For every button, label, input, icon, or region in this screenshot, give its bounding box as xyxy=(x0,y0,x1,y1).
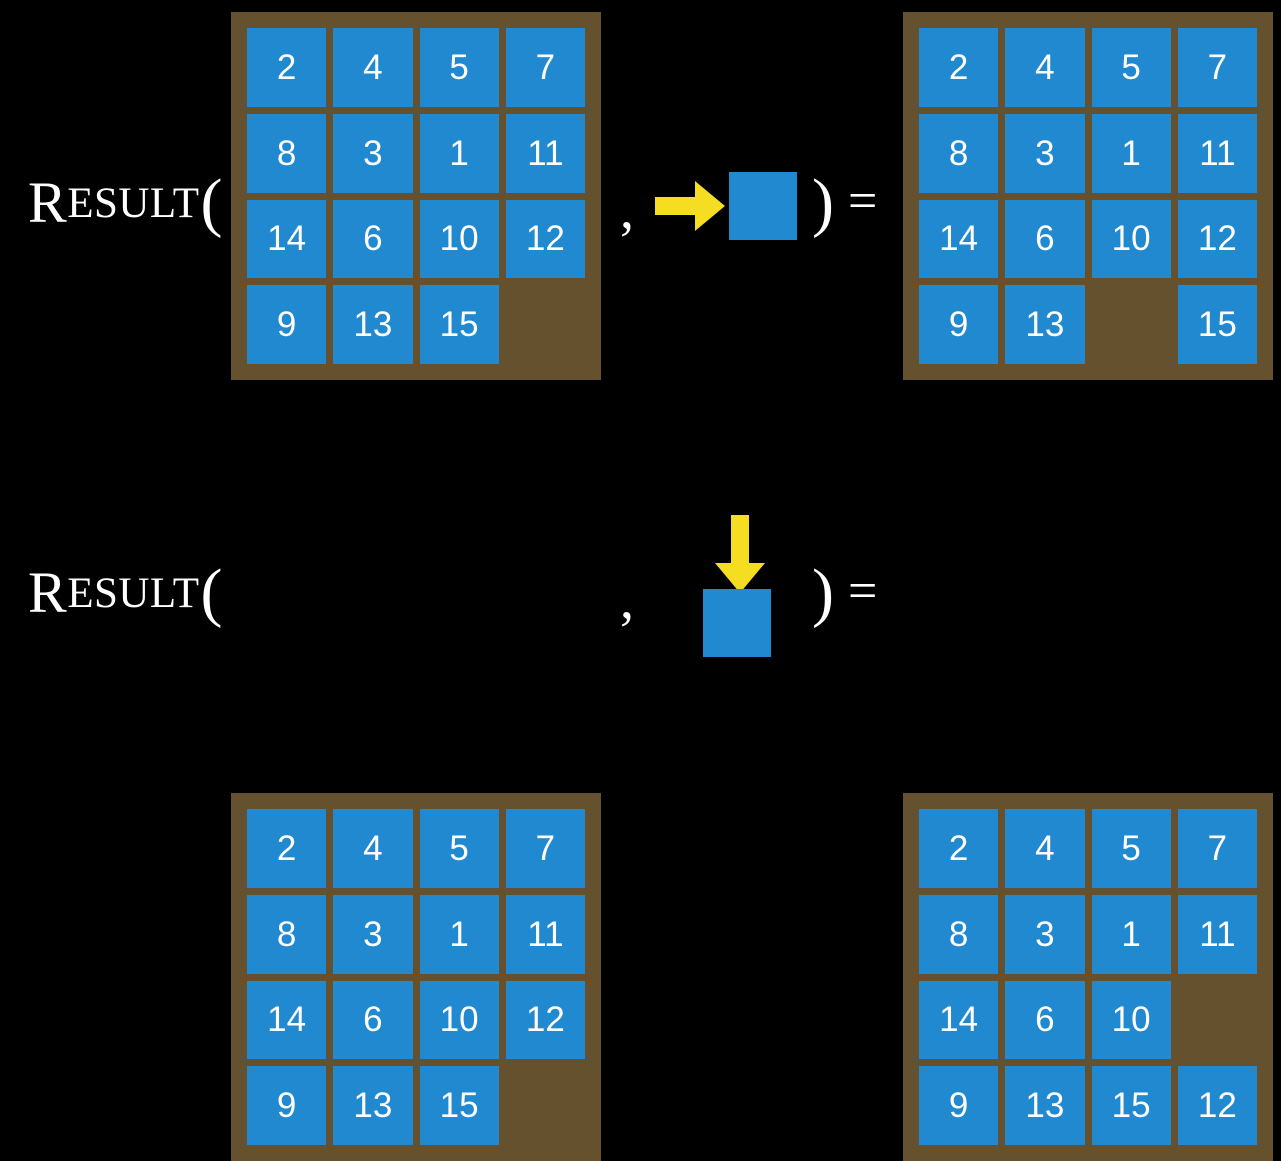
result-label-rest: ESULT xyxy=(67,569,200,617)
tile[interactable]: 6 xyxy=(333,980,413,1060)
tile[interactable]: 1 xyxy=(419,113,499,193)
tile[interactable]: 13 xyxy=(333,285,413,364)
tile[interactable]: 13 xyxy=(1005,1066,1085,1145)
tile[interactable]: 15 xyxy=(419,1066,499,1145)
tile[interactable]: 9 xyxy=(919,1066,999,1145)
result-label-open-paren: ( xyxy=(200,556,223,629)
output-board: 2 4 5 7 8 3 1 11 14 6 10 12 9 13 15 xyxy=(903,12,1273,380)
tile[interactable]: 2 xyxy=(247,28,327,107)
tile[interactable]: 5 xyxy=(1091,809,1171,888)
tile[interactable]: 7 xyxy=(505,809,585,888)
tile[interactable]: 1 xyxy=(1091,894,1171,974)
tile[interactable]: 4 xyxy=(1005,809,1085,888)
tile[interactable]: 8 xyxy=(247,894,327,974)
blank-tile xyxy=(1178,981,1257,1060)
tile[interactable]: 5 xyxy=(1091,28,1171,107)
tile[interactable]: 9 xyxy=(919,285,999,364)
tile[interactable]: 9 xyxy=(247,1066,327,1145)
tile[interactable]: 15 xyxy=(1177,285,1257,364)
blank-tile xyxy=(506,1066,585,1145)
tile[interactable]: 8 xyxy=(919,894,999,974)
result-label-rest: ESULT xyxy=(67,179,200,227)
tile[interactable]: 13 xyxy=(333,1066,413,1145)
tile[interactable]: 6 xyxy=(333,199,413,279)
tile[interactable]: 1 xyxy=(1091,113,1171,193)
tile[interactable]: 6 xyxy=(1005,980,1085,1060)
equals-sign: = xyxy=(848,173,878,230)
tile[interactable]: 9 xyxy=(247,285,327,364)
tile[interactable]: 6 xyxy=(1005,199,1085,279)
tile[interactable]: 12 xyxy=(1177,1066,1257,1145)
tile[interactable]: 4 xyxy=(333,809,413,888)
result-label-initial: R xyxy=(28,560,68,625)
tile[interactable]: 7 xyxy=(505,28,585,107)
arrow-right-icon xyxy=(655,181,725,231)
tile[interactable]: 11 xyxy=(505,113,585,193)
blank-tile xyxy=(506,285,585,364)
argument-separator: , xyxy=(620,179,634,241)
tile[interactable]: 11 xyxy=(505,894,585,974)
tile[interactable]: 13 xyxy=(1005,285,1085,364)
tile[interactable]: 12 xyxy=(505,980,585,1060)
tile[interactable]: 10 xyxy=(419,980,499,1060)
tile[interactable]: 2 xyxy=(919,28,999,107)
input-board: 2 4 5 7 8 3 1 11 14 6 10 12 9 13 15 xyxy=(231,793,601,1161)
tile[interactable]: 11 xyxy=(1177,894,1257,974)
argument-separator: , xyxy=(620,569,634,631)
input-board: 2 4 5 7 8 3 1 11 14 6 10 12 9 13 15 xyxy=(231,12,601,380)
tile[interactable]: 11 xyxy=(1177,113,1257,193)
equals-sign: = xyxy=(848,563,878,620)
close-paren: ) xyxy=(812,556,834,629)
arrow-down-icon xyxy=(715,515,765,593)
move-direction-tile xyxy=(703,589,771,657)
tile[interactable]: 10 xyxy=(1091,199,1171,279)
tile[interactable]: 8 xyxy=(919,113,999,193)
tile[interactable]: 4 xyxy=(333,28,413,107)
blank-tile xyxy=(1092,285,1171,364)
tile[interactable]: 7 xyxy=(1177,28,1257,107)
tile[interactable]: 14 xyxy=(919,980,999,1060)
tile[interactable]: 14 xyxy=(247,199,327,279)
tile[interactable]: 12 xyxy=(505,199,585,279)
tile[interactable]: 5 xyxy=(419,28,499,107)
result-label-initial: R xyxy=(28,170,68,235)
tile[interactable]: 3 xyxy=(1005,113,1085,193)
close-paren: ) xyxy=(812,166,834,239)
tile[interactable]: 10 xyxy=(419,199,499,279)
tile[interactable]: 1 xyxy=(419,894,499,974)
tile[interactable]: 3 xyxy=(1005,894,1085,974)
result-label-open-paren: ( xyxy=(200,166,223,239)
tile[interactable]: 2 xyxy=(919,809,999,888)
tile[interactable]: 10 xyxy=(1091,980,1171,1060)
tile[interactable]: 14 xyxy=(919,199,999,279)
tile[interactable]: 12 xyxy=(1177,199,1257,279)
tile[interactable]: 8 xyxy=(247,113,327,193)
move-direction-tile xyxy=(729,172,797,240)
tile[interactable]: 3 xyxy=(333,113,413,193)
tile[interactable]: 4 xyxy=(1005,28,1085,107)
tile[interactable]: 5 xyxy=(419,809,499,888)
tile[interactable]: 15 xyxy=(419,285,499,364)
output-board: 2 4 5 7 8 3 1 11 14 6 10 9 13 15 12 xyxy=(903,793,1273,1161)
tile[interactable]: 15 xyxy=(1091,1066,1171,1145)
tile[interactable]: 7 xyxy=(1177,809,1257,888)
tile[interactable]: 3 xyxy=(333,894,413,974)
tile[interactable]: 2 xyxy=(247,809,327,888)
tile[interactable]: 14 xyxy=(247,980,327,1060)
